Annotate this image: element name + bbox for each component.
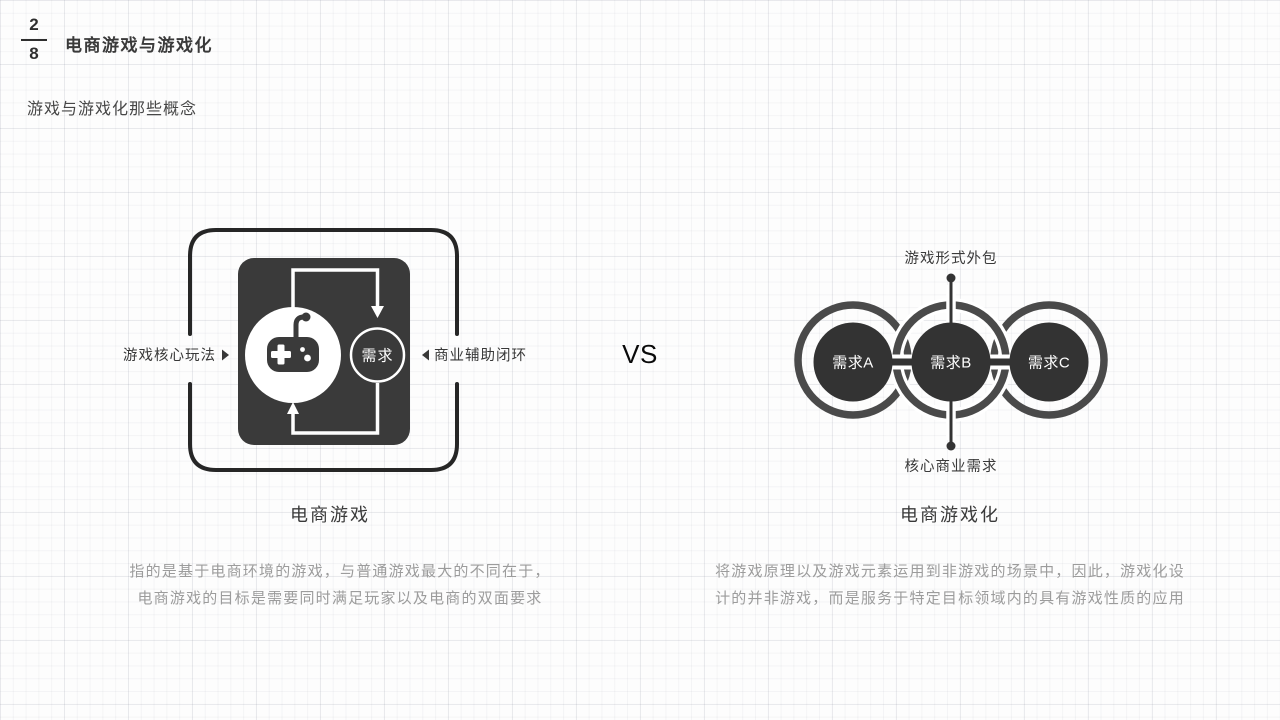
demand-label: 需求 <box>361 348 393 365</box>
page-title: 电商游戏与游戏化 <box>65 36 213 55</box>
left-description: 指的是基于电商环境的游戏，与普通游戏最大的不同在于， 电商游戏的目标是需要同时满… <box>70 558 610 612</box>
node-demand-a <box>813 322 893 402</box>
arrow-up-icon <box>287 402 299 414</box>
core-gameplay-label: 游戏核心玩法 <box>123 347 216 364</box>
arrow-left-icon <box>422 349 429 361</box>
bottom-dot <box>946 441 956 451</box>
right-caption: 电商游戏化 <box>900 505 1000 525</box>
node-demand-a-label: 需求A <box>832 355 874 372</box>
right-description-line2: 计的并非游戏，而是服务于特定目标领域内的具有游戏性质的应用 <box>715 590 1185 607</box>
gamepad-icon <box>267 312 319 372</box>
top-dot <box>946 273 956 283</box>
game-form-label: 游戏形式外包 <box>905 250 998 267</box>
page-current: 2 <box>29 15 39 34</box>
page-indicator: 2 8 <box>20 14 48 66</box>
left-description-line1: 指的是基于电商环境的游戏，与普通游戏最大的不同在于， <box>129 563 551 580</box>
arrow-down-icon <box>371 306 384 318</box>
node-demand-b-label: 需求B <box>930 355 972 372</box>
node-demand-b <box>911 322 991 402</box>
page-total: 8 <box>29 43 39 63</box>
arrow-right-icon <box>222 349 229 361</box>
outer-frame <box>188 228 459 472</box>
fraction-divider <box>21 38 47 41</box>
business-loop-label: 商业辅助闭环 <box>434 347 527 364</box>
right-description: 将游戏原理以及游戏元素运用到非游戏的场景中，因此，游戏化设 计的并非游戏，而是服… <box>670 558 1230 612</box>
vs-label: VS <box>622 339 658 369</box>
loop-arrows <box>291 268 380 435</box>
left-description-line2: 电商游戏的目标是需要同时满足玩家以及电商的双面要求 <box>137 590 543 607</box>
ecommerce-game-diagram: 需求 游戏核心玩法 商业辅助闭环 <box>123 228 527 472</box>
right-description-line1: 将游戏原理以及游戏元素运用到非游戏的场景中，因此，游戏化设 <box>715 563 1185 580</box>
demand-ring <box>349 327 406 383</box>
gamification-diagram: 需求A 需求B 需求C 游戏形式外包 核心商业需求 <box>794 250 1108 475</box>
page-subtitle: 游戏与游戏化那些概念 <box>27 101 198 118</box>
core-business-label: 核心商业需求 <box>905 458 998 475</box>
left-caption: 电商游戏 <box>290 505 370 525</box>
node-demand-c-label: 需求C <box>1028 355 1070 372</box>
node-demand-c <box>1009 322 1089 402</box>
